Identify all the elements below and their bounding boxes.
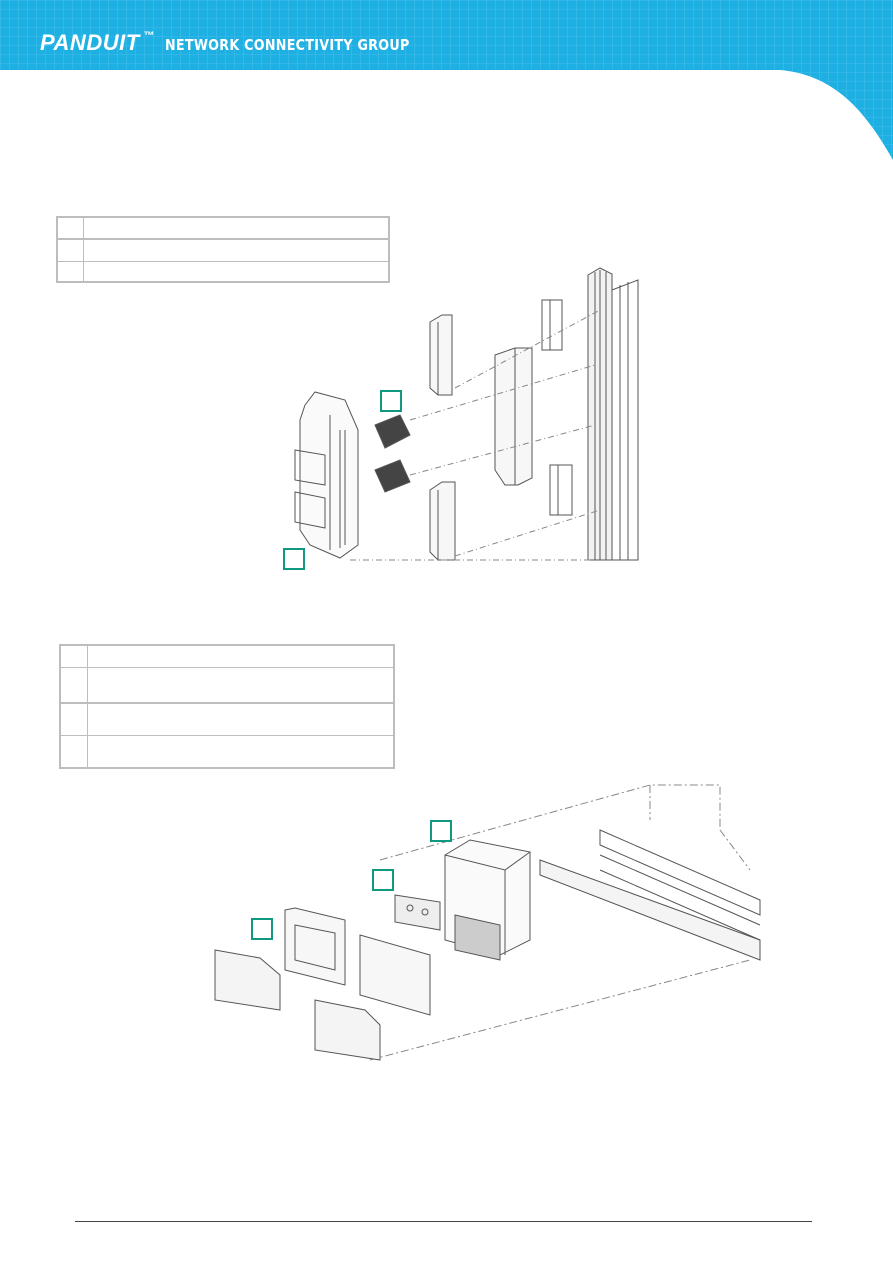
table-row	[56, 238, 390, 262]
item-number-cell	[59, 702, 88, 736]
table-row	[56, 260, 390, 283]
item-number-cell	[59, 734, 88, 769]
table-row	[59, 666, 395, 704]
description-cell	[83, 260, 390, 283]
description-cell	[83, 238, 390, 262]
callout-box-4	[372, 869, 394, 891]
raceway-base	[539, 829, 761, 961]
assembly-lines	[369, 784, 751, 1061]
figure-vertical-raceway	[294, 267, 639, 561]
raceway-covers	[214, 949, 381, 1061]
faceplate	[284, 907, 346, 986]
item-number-cell	[56, 216, 84, 240]
description-cell	[87, 644, 395, 668]
division-name: NETWORK CONNECTIVITY GROUP	[165, 36, 410, 54]
description-cell	[83, 216, 390, 240]
callout-box-1	[380, 390, 402, 412]
callout-box-3	[430, 820, 452, 842]
header-band	[0, 0, 893, 160]
item-number-cell	[59, 644, 88, 668]
footer-divider	[75, 1221, 812, 1222]
table-row	[59, 734, 395, 769]
table-row	[59, 702, 395, 736]
receptacle	[394, 894, 441, 931]
faceplate-housing	[294, 391, 359, 559]
item-number-cell	[59, 666, 88, 704]
description-cell	[87, 734, 395, 769]
raceway-covers	[429, 314, 533, 561]
callout-box-5	[251, 918, 273, 940]
item-number-cell	[56, 260, 84, 283]
jack-modules	[374, 414, 411, 493]
assembly-lines	[350, 309, 601, 561]
parts-table-2	[59, 644, 395, 769]
table-row	[59, 644, 395, 668]
figure-horizontal-raceway	[214, 784, 761, 1061]
vertical-raceway-base	[587, 267, 639, 561]
cover-clips	[541, 299, 573, 516]
item-number-cell	[56, 238, 84, 262]
brand-name: PANDUIT	[40, 30, 140, 55]
description-cell	[87, 702, 395, 736]
cover-plate	[359, 934, 431, 1016]
table-row	[56, 216, 390, 240]
outlet-box	[444, 839, 531, 961]
callout-box-2	[283, 548, 305, 570]
parts-table-1	[56, 216, 390, 283]
trademark: ™	[143, 30, 156, 42]
description-cell	[87, 666, 395, 704]
